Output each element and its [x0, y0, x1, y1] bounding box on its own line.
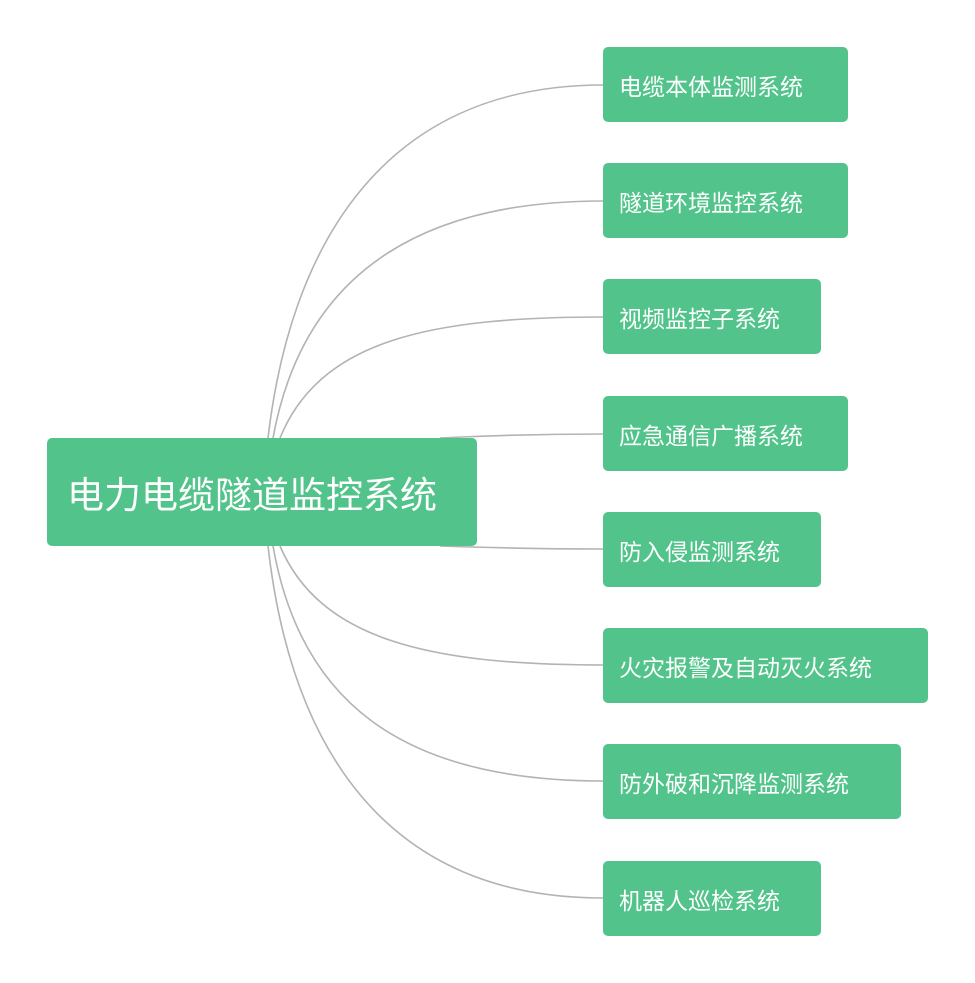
- child-node-tunnel-environment-monitoring[interactable]: 隧道环境监控系统: [603, 163, 848, 238]
- child-label: 防入侵监测系统: [619, 539, 780, 566]
- connector-line-1: [267, 84, 604, 439]
- connector-line-3: [279, 316, 604, 439]
- child-label: 防外破和沉降监测系统: [619, 771, 849, 798]
- connector-line-6: [279, 545, 604, 666]
- child-label: 电缆本体监测系统: [619, 74, 803, 101]
- child-node-fire-alarm-extinguishing[interactable]: 火灾报警及自动灭火系统: [603, 628, 928, 703]
- child-node-robot-inspection[interactable]: 机器人巡检系统: [603, 861, 821, 936]
- child-label: 视频监控子系统: [619, 306, 780, 333]
- child-node-video-monitoring[interactable]: 视频监控子系统: [603, 279, 821, 354]
- child-node-intrusion-monitoring[interactable]: 防入侵监测系统: [603, 512, 821, 587]
- root-node[interactable]: 电力电缆隧道监控系统: [47, 438, 477, 546]
- child-node-cable-body-monitoring[interactable]: 电缆本体监测系统: [603, 47, 848, 122]
- child-label: 机器人巡检系统: [619, 888, 780, 915]
- child-node-external-damage-settlement-monitoring[interactable]: 防外破和沉降监测系统: [603, 744, 901, 819]
- child-label: 隧道环境监控系统: [619, 190, 803, 217]
- child-label: 火灾报警及自动灭火系统: [619, 655, 872, 682]
- connector-line-2: [272, 200, 604, 439]
- child-node-emergency-broadcast[interactable]: 应急通信广播系统: [603, 396, 848, 471]
- connector-line-7: [272, 545, 604, 782]
- connector-line-8: [267, 545, 604, 899]
- child-label: 应急通信广播系统: [619, 423, 803, 450]
- connector-line-4: [439, 433, 604, 439]
- connector-line-5: [439, 545, 604, 550]
- root-label: 电力电缆隧道监控系统: [67, 474, 437, 517]
